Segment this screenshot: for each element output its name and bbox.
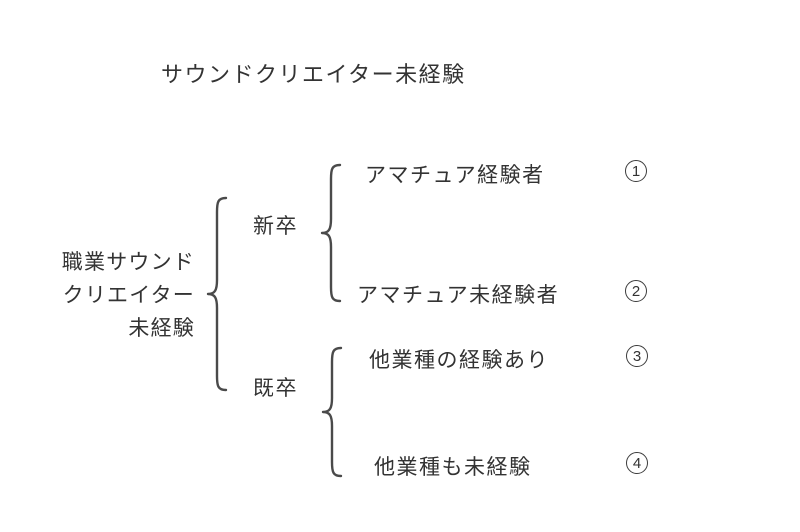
circled-number-2-digit: 2 <box>631 282 641 300</box>
circled-number-3: 3 <box>626 345 648 367</box>
leaf-label-amateur-experienced: アマチュア経験者 <box>365 164 545 187</box>
leaf-label-amateur-inexperienced: アマチュア未経験者 <box>357 284 560 307</box>
circled-number-2: 2 <box>625 280 647 302</box>
root-brace <box>206 196 228 392</box>
circled-number-4: 4 <box>626 452 648 474</box>
diagram-title: サウンドクリエイター未経験 <box>161 62 466 87</box>
shinsotsu-brace <box>320 163 342 303</box>
root-label-line-2: クリエイター <box>62 284 195 307</box>
leaf-label-other-industry-inexperienced: 他業種も未経験 <box>374 456 532 479</box>
root-label-line-1: 職業サウンド <box>61 251 195 274</box>
branch-label-shinsotsu: 新卒 <box>253 215 298 238</box>
circled-number-4-digit: 4 <box>632 454 642 472</box>
kisotsu-brace <box>321 346 343 478</box>
root-label-line-3: 未経験 <box>128 317 195 340</box>
root-label: 職業サウンド クリエイター 未経験 <box>40 246 195 345</box>
circled-number-1-digit: 1 <box>631 162 641 180</box>
circled-number-1: 1 <box>625 160 647 182</box>
leaf-label-other-industry-experienced: 他業種の経験あり <box>369 349 549 372</box>
branch-label-kisotsu: 既卒 <box>253 377 298 400</box>
circled-number-3-digit: 3 <box>632 347 642 365</box>
